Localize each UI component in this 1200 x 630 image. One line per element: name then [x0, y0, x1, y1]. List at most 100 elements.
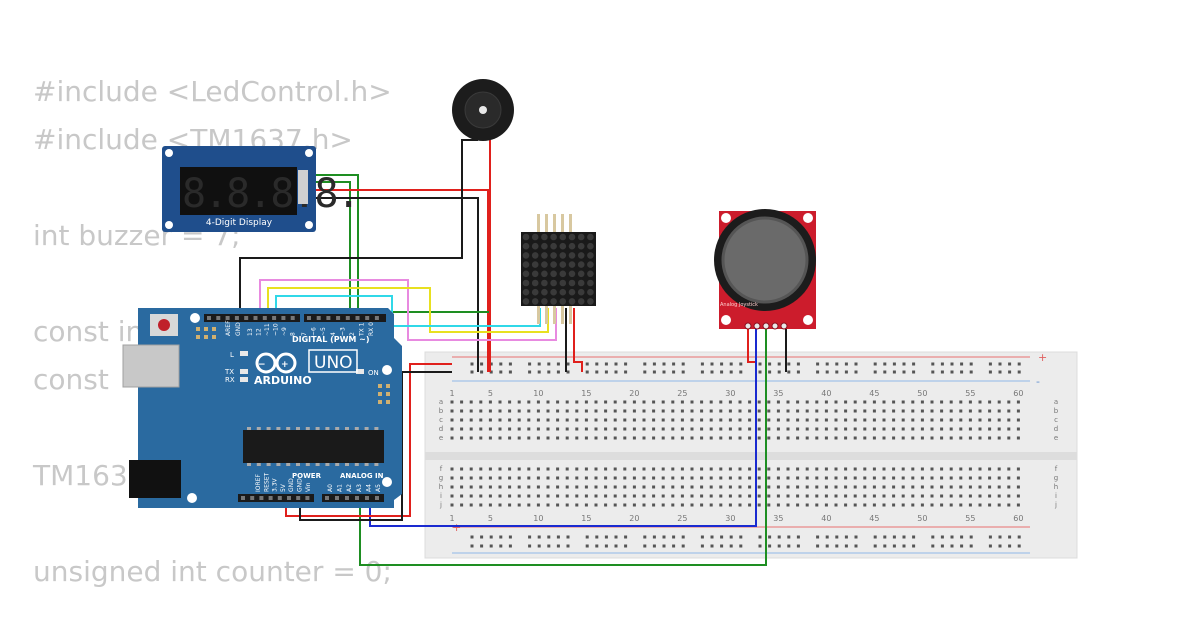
led-dot — [522, 279, 530, 287]
led-dot — [577, 261, 585, 268]
arduino-logo — [255, 352, 297, 374]
led-dot — [568, 261, 576, 268]
pin-label: GND — [288, 478, 295, 492]
led-dot — [577, 298, 585, 305]
led-dot — [568, 298, 576, 305]
wire-matrix-pink — [259, 279, 557, 341]
led-matrix — [521, 214, 596, 324]
led-dot — [550, 288, 557, 296]
led-dot — [577, 252, 585, 259]
reset-button — [158, 319, 170, 331]
led-dot — [559, 298, 567, 305]
column-number: 25 — [677, 389, 687, 398]
wire-matrix-red — [573, 308, 583, 372]
led-dot — [568, 279, 576, 287]
digital-label: DIGITAL (PWM ~) — [292, 335, 370, 344]
column-number: 10 — [533, 514, 543, 523]
led-dot — [531, 233, 539, 241]
led-matrix-dots — [522, 233, 594, 305]
led-dot — [559, 252, 567, 259]
led-dot — [587, 242, 594, 250]
led-dot — [559, 233, 567, 241]
column-number: 20 — [629, 514, 639, 523]
led-dot — [587, 279, 594, 287]
led-dot — [577, 242, 585, 250]
wire-5v-red — [285, 363, 452, 517]
aref-label: AREF — [225, 320, 232, 336]
wire-buzzer-green — [389, 140, 491, 318]
pin-label: 5V — [280, 483, 287, 492]
pin-label: IOREF — [255, 474, 262, 492]
led-dot — [568, 288, 576, 296]
pin-label: A1 — [337, 484, 344, 492]
pin-label: ~3 — [339, 327, 346, 336]
pin-label: 3.3V — [272, 477, 279, 492]
led-dot — [522, 298, 530, 305]
led-dot — [587, 270, 594, 278]
pin-label: Vin — [305, 482, 312, 492]
wire-matrix-yellow — [267, 287, 549, 333]
column-number: 30 — [725, 389, 735, 398]
wires — [239, 139, 787, 566]
rx-led-label: RX — [225, 376, 235, 384]
led-dot — [541, 270, 548, 278]
row-letter: c — [439, 416, 443, 424]
column-number: 1 — [449, 389, 454, 398]
row-letter: d — [439, 425, 443, 433]
column-number: 5 — [488, 514, 493, 523]
column-number: 35 — [773, 514, 783, 523]
pin-label: RX 0 — [368, 322, 375, 336]
led-dot — [531, 288, 539, 296]
led-dot — [568, 242, 576, 250]
arduino-model: UNO — [314, 353, 353, 373]
led-dot — [550, 252, 557, 259]
led-dot — [531, 270, 539, 278]
header-analog — [322, 494, 384, 502]
led-dot — [541, 298, 548, 305]
row-letter: j — [1054, 501, 1057, 509]
pin-label: 4 — [330, 332, 337, 336]
wire-display-green2 — [306, 181, 351, 318]
arduino-brand: ARDUINO — [254, 374, 312, 387]
row-letter: h — [439, 483, 443, 491]
column-number: 10 — [533, 389, 543, 398]
column-number: 45 — [869, 389, 879, 398]
led-dot — [577, 288, 585, 296]
led-dot — [550, 261, 557, 268]
breadboard-holes — [450, 362, 1021, 548]
led-dot — [568, 270, 576, 278]
header-top-right — [304, 314, 386, 322]
pin-label: ~5 — [320, 327, 327, 336]
pin-label: RESET — [263, 472, 270, 492]
row-letter: g — [1054, 474, 1058, 482]
column-number: 60 — [1013, 514, 1023, 523]
led-dot — [587, 288, 594, 296]
header-power — [238, 494, 314, 502]
led-dot — [541, 261, 548, 268]
pin-label: A3 — [356, 484, 363, 492]
wire-joy-green — [359, 328, 767, 566]
led-dot — [522, 270, 530, 278]
row-letter: i — [1055, 492, 1057, 500]
pin-label: A5 — [375, 484, 382, 492]
row-letter: a — [439, 398, 443, 406]
column-number: 30 — [725, 514, 735, 523]
analog-label: ANALOG IN — [340, 472, 384, 480]
joystick-label: Analog Joystick — [720, 302, 758, 308]
led-dot — [522, 261, 530, 268]
rail-plus-label: + — [1038, 351, 1047, 364]
row-letter: f — [440, 465, 443, 473]
led-dot — [522, 288, 530, 296]
wire-display-green — [306, 174, 359, 318]
led-dot — [541, 252, 548, 259]
display-label: 4-Digit Display — [206, 218, 273, 228]
pin-label: 2 — [349, 332, 356, 336]
led-dot — [587, 233, 594, 241]
led-dot — [550, 233, 557, 241]
column-number: 20 — [629, 389, 639, 398]
